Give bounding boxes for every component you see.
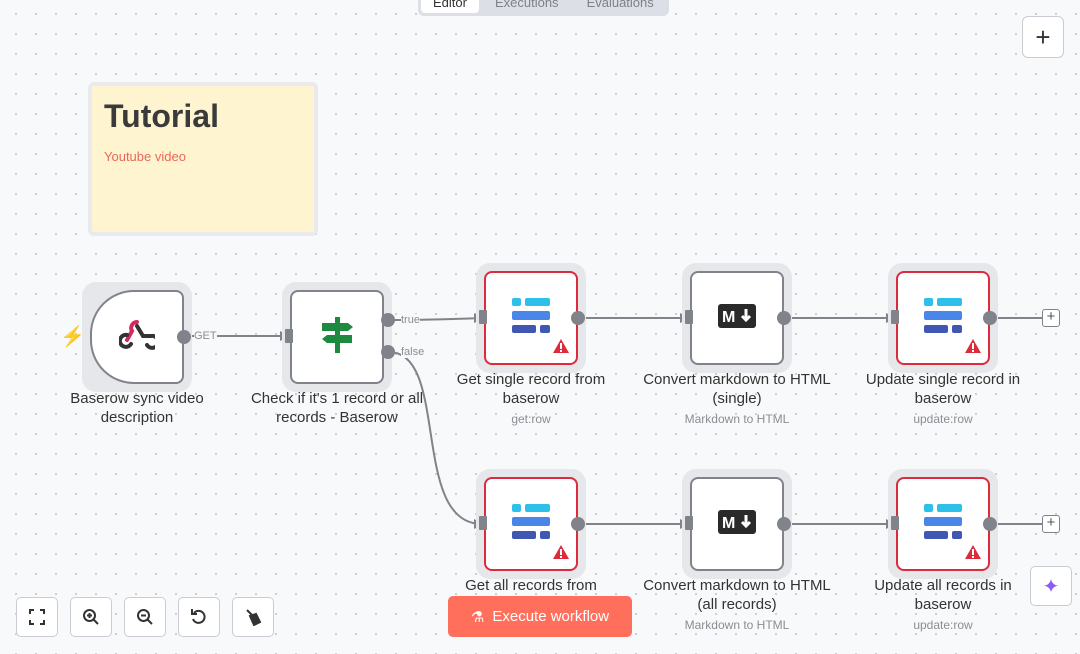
node-label: Update single record in baserow xyxy=(865,371,1021,407)
node-get-all[interactable] xyxy=(484,477,578,571)
edge-if-true xyxy=(388,317,483,321)
add-after-button[interactable]: + xyxy=(1042,515,1060,533)
output-handle[interactable] xyxy=(571,311,585,325)
execute-workflow-label: Execute workflow xyxy=(492,608,610,625)
sparkle-icon: ✦ xyxy=(1042,575,1060,598)
output-handle-true[interactable] xyxy=(381,313,395,327)
output-handle[interactable] xyxy=(777,311,791,325)
input-handle[interactable] xyxy=(891,310,899,324)
node-label: Convert markdown to HTML (all records) xyxy=(643,577,831,613)
edge-if-false xyxy=(388,351,483,525)
baserow-icon xyxy=(924,297,962,339)
zoom-in-icon xyxy=(83,609,99,625)
tab-evaluations[interactable]: Evaluations xyxy=(586,0,654,10)
input-handle[interactable] xyxy=(891,516,899,530)
svg-text:M: M xyxy=(722,515,735,532)
trigger-bolt-icon: ⚡ xyxy=(60,326,85,348)
view-tabs: Editor Executions Evaluations xyxy=(418,0,669,16)
output-handle[interactable] xyxy=(177,330,191,344)
input-handle[interactable] xyxy=(685,516,693,530)
output-handle[interactable] xyxy=(983,517,997,531)
warning-icon xyxy=(964,338,982,359)
node-label: Convert markdown to HTML (single) xyxy=(643,371,831,407)
node-update-all[interactable] xyxy=(896,477,990,571)
fit-icon xyxy=(29,609,45,625)
markdown-icon: M xyxy=(718,303,756,333)
node-label: Get single record from baserow xyxy=(456,371,606,407)
node-update-single[interactable] xyxy=(896,271,990,365)
node-subtitle: update:row xyxy=(913,618,973,632)
output-handle-false[interactable] xyxy=(381,345,395,359)
broom-icon xyxy=(246,609,262,626)
tab-editor[interactable]: Editor xyxy=(421,0,479,13)
tidy-up-button[interactable] xyxy=(232,597,274,637)
output-handle[interactable] xyxy=(983,311,997,325)
ai-assistant-button[interactable]: ✦ xyxy=(1030,566,1072,606)
baserow-icon xyxy=(512,297,550,339)
node-label: Get all records from xyxy=(465,577,597,594)
add-after-button[interactable]: + xyxy=(1042,309,1060,327)
zoom-out-icon xyxy=(137,609,153,625)
input-handle[interactable] xyxy=(479,516,487,530)
sticky-note[interactable]: Tutorial Youtube video xyxy=(88,82,318,236)
zoom-out-button[interactable] xyxy=(124,597,166,637)
webhook-icon xyxy=(117,318,161,357)
zoom-in-button[interactable] xyxy=(70,597,112,637)
node-subtitle: get:row xyxy=(511,412,551,426)
execute-workflow-button[interactable]: ⚗ Execute workflow xyxy=(448,596,632,637)
node-convert-all[interactable]: M xyxy=(690,477,784,571)
flask-icon: ⚗ xyxy=(470,608,485,626)
input-handle[interactable] xyxy=(685,310,693,324)
sticky-link[interactable]: Youtube video xyxy=(104,149,186,164)
node-subtitle: update:row xyxy=(913,412,973,426)
warning-icon xyxy=(552,338,570,359)
fit-view-button[interactable] xyxy=(16,597,58,637)
output-handle[interactable] xyxy=(777,517,791,531)
node-label: Update all records in baserow xyxy=(874,577,1012,613)
node-label: Check if it's 1 record or all records - … xyxy=(250,390,424,426)
edge-label-true: true xyxy=(401,314,420,326)
signpost-icon xyxy=(318,315,356,360)
node-get-single[interactable] xyxy=(484,271,578,365)
input-handle[interactable] xyxy=(285,329,293,343)
edge-label-get: GET xyxy=(194,330,217,342)
output-handle[interactable] xyxy=(571,517,585,531)
node-label: Baserow sync video description xyxy=(70,390,204,426)
warning-icon xyxy=(964,544,982,565)
reset-zoom-button[interactable] xyxy=(178,597,220,637)
undo-icon xyxy=(191,609,206,624)
sticky-title: Tutorial xyxy=(104,98,219,134)
node-if[interactable] xyxy=(290,290,384,384)
input-handle[interactable] xyxy=(479,310,487,324)
baserow-icon xyxy=(512,503,550,545)
warning-icon xyxy=(552,544,570,565)
baserow-icon xyxy=(924,503,962,545)
node-convert-single[interactable]: M xyxy=(690,271,784,365)
node-subtitle: Markdown to HTML xyxy=(684,618,790,632)
markdown-icon: M xyxy=(718,509,756,539)
tab-executions[interactable]: Executions xyxy=(494,0,559,10)
svg-text:M: M xyxy=(722,309,735,326)
edge-label-false: false xyxy=(401,346,425,358)
add-node-button[interactable]: + xyxy=(1022,16,1064,58)
node-subtitle: Markdown to HTML xyxy=(684,412,790,426)
node-trigger[interactable] xyxy=(90,290,184,384)
